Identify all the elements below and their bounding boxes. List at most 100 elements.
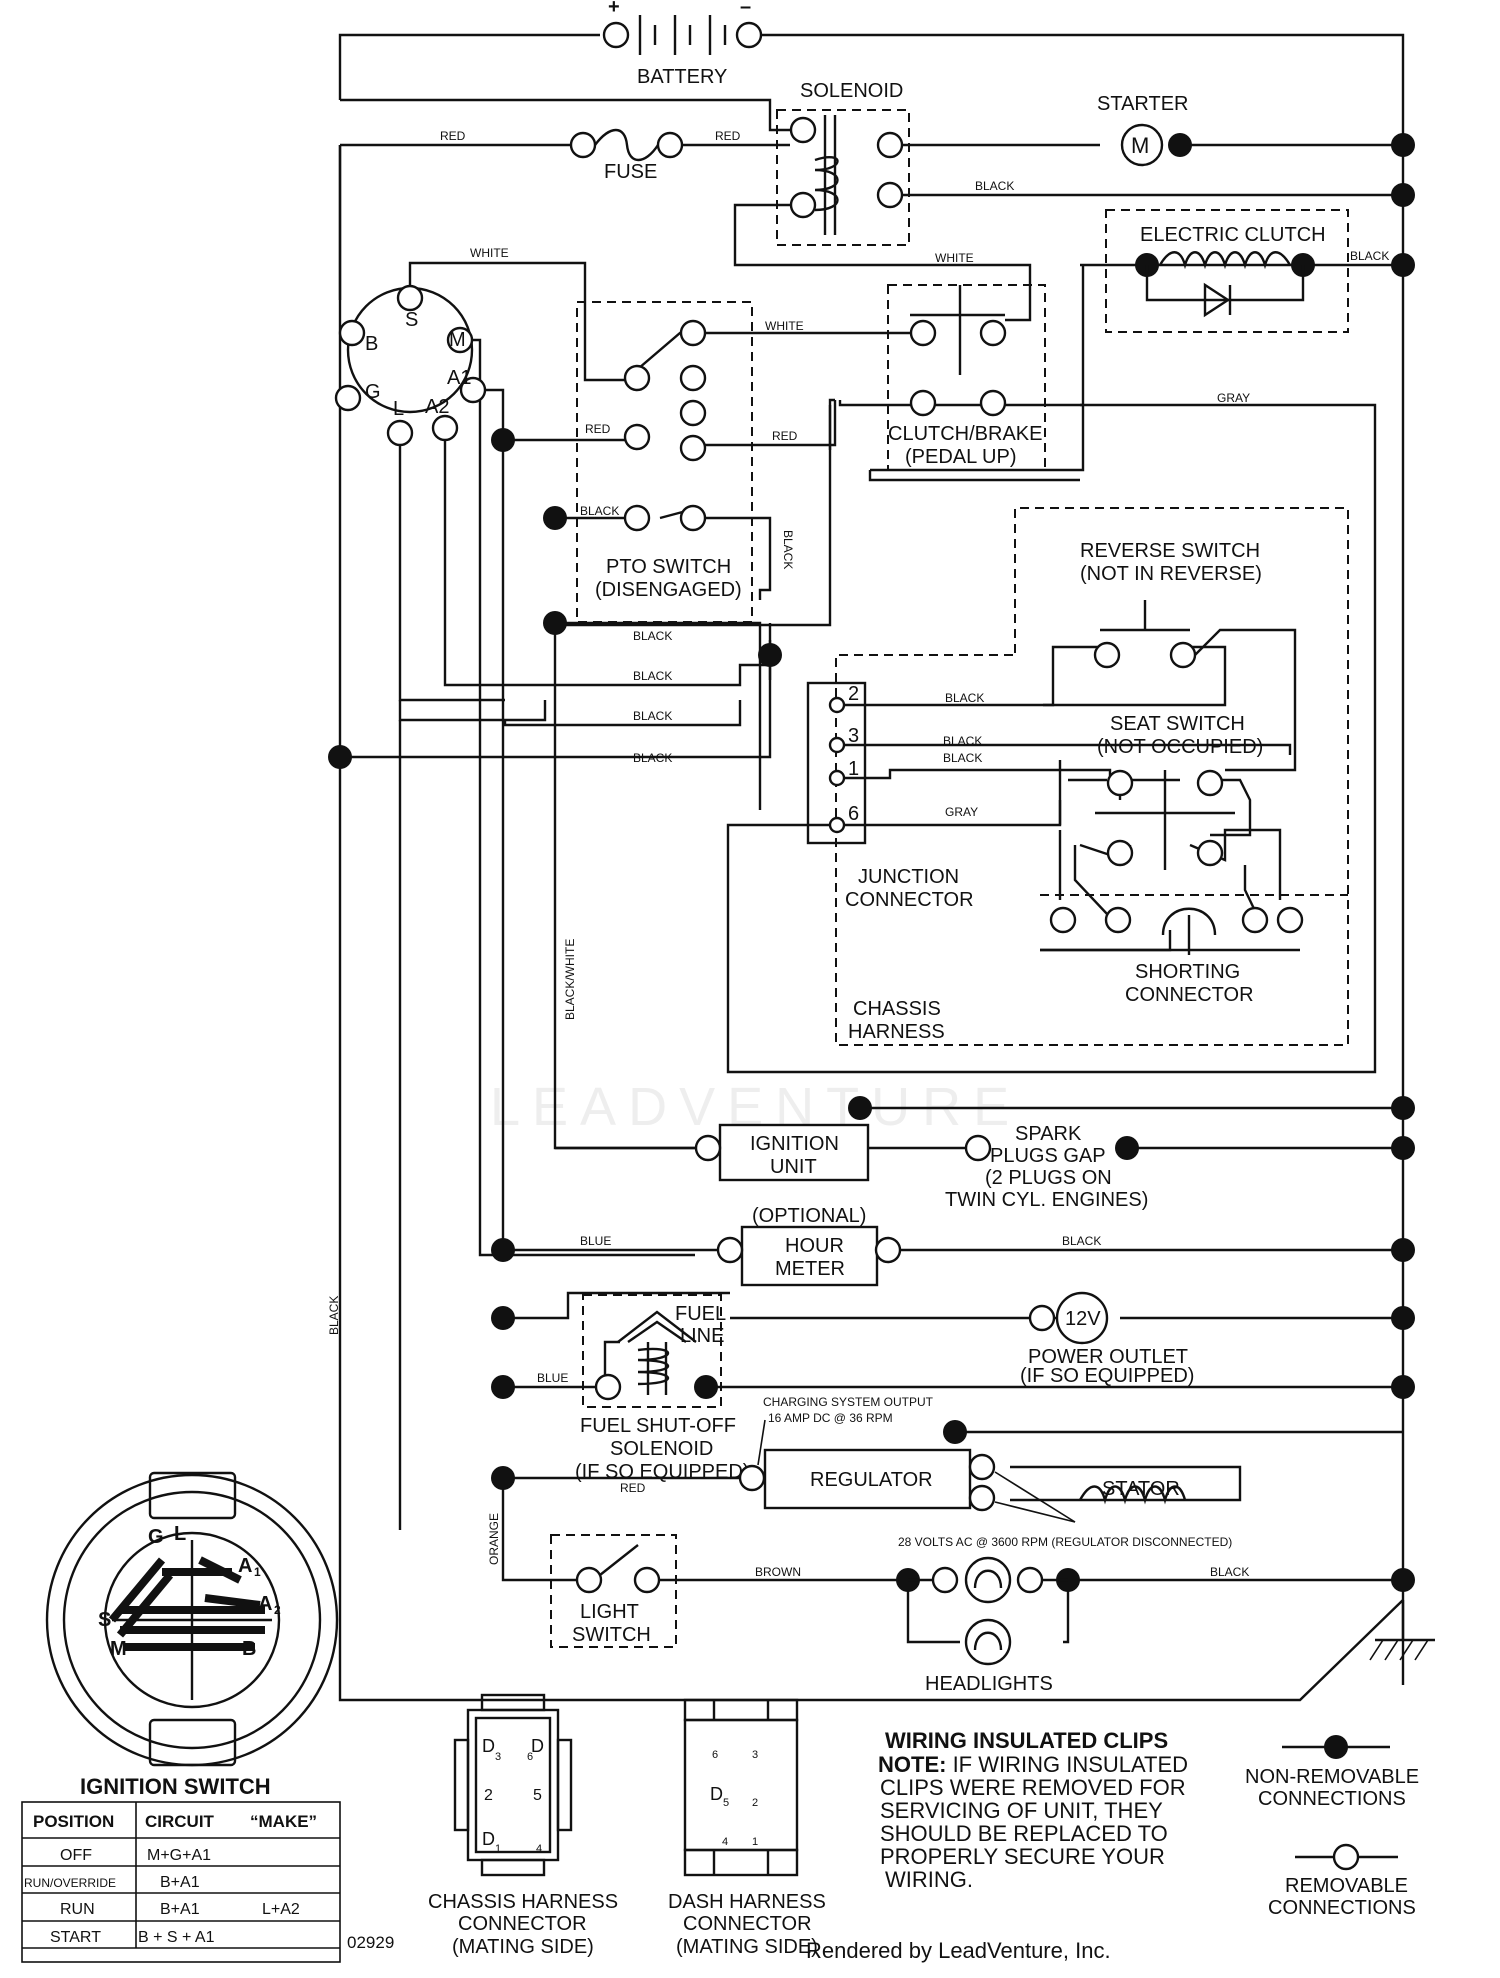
wire-color-label: BLACK [633, 751, 672, 765]
reverse-switch [1093, 600, 1297, 772]
dash-pin: 2 [752, 1797, 758, 1809]
switch-face-a2: A [258, 1593, 272, 1615]
wire-color-label: BLACK [1210, 1565, 1249, 1579]
ign-table-row-position: OFF [60, 1847, 92, 1864]
chassis-harness-label-2: HARNESS [848, 1021, 945, 1043]
chassis-harness-label-1: CHASSIS [853, 998, 941, 1020]
ign-table-row-circuit: B+A1 [160, 1901, 200, 1918]
wire-color-label: RED [772, 429, 798, 443]
clips-note-line-3: SERVICING OF UNIT, THEY [880, 1798, 1163, 1823]
starter-m-symbol: M [1131, 133, 1149, 158]
power-outlet-12v: 12V [1065, 1308, 1101, 1330]
regulator-label: REGULATOR [810, 1469, 933, 1491]
junction-pin-2: 2 [848, 683, 859, 705]
shorting-connector [1040, 894, 1348, 955]
solenoid-symbol [789, 115, 904, 235]
ign-table-header-position: POSITION [33, 1812, 114, 1831]
dash-pin: 3 [752, 1749, 758, 1761]
ign-table-row-circuit: B + S + A1 [138, 1929, 215, 1946]
wire-color-label: BLACK [1062, 1234, 1101, 1248]
chassis-pin: 1 [495, 1843, 501, 1855]
render-credit: Rendered by LeadVenture, Inc. [806, 1938, 1111, 1963]
reverse-switch-label-1: REVERSE SWITCH [1080, 540, 1260, 562]
ign-terminal-a1: A1 [447, 367, 471, 389]
dashed-enclosures [550, 109, 1349, 1648]
wire-labels: RED RED BLACK WHITE WHITE BLACK WHITE GR… [327, 129, 1389, 1579]
legend-non-removable-1: NON-REMOVABLE [1245, 1766, 1419, 1788]
starter-label: STARTER [1097, 93, 1189, 115]
seat-switch [1095, 769, 1235, 870]
wire-color-label: BLACK [327, 1296, 341, 1335]
wire-color-label: BLACK [945, 691, 984, 705]
headlights [896, 1556, 1080, 1666]
reverse-switch-label-2: (NOT IN REVERSE) [1080, 563, 1262, 585]
seat-switch-label-2: (NOT OCCUPIED) [1097, 736, 1263, 758]
wire-color-label: WHITE [470, 246, 509, 260]
fuse-symbol [569, 128, 684, 162]
ignition-switch-title: IGNITION SWITCH [80, 1774, 271, 1799]
chassis-pin: 5 [533, 1787, 542, 1804]
pto-switch-label-2: (DISENGAGED) [595, 579, 742, 601]
spark-plugs-label-3: (2 PLUGS ON [985, 1167, 1112, 1189]
battery-symbol [602, 15, 763, 55]
legend-removable-1: REMOVABLE [1285, 1875, 1408, 1897]
junction-label-1: JUNCTION [858, 866, 959, 888]
switch-face-a1: A [238, 1555, 252, 1577]
dash-connector-label-2: CONNECTOR [683, 1913, 812, 1935]
ign-table-row-circuit: B+A1 [160, 1874, 200, 1891]
ignition-unit-label-1: IGNITION [750, 1133, 839, 1155]
electric-clutch-symbol [1135, 251, 1315, 318]
clips-note-line-2: CLIPS WERE REMOVED FOR [880, 1775, 1186, 1800]
ign-terminal-a2: A2 [425, 396, 449, 418]
switch-face-a2-sub: 2 [274, 1603, 281, 1617]
power-outlet-label-2: (IF SO EQUIPPED) [1020, 1365, 1194, 1387]
dash-pin: 4 [722, 1836, 728, 1848]
hour-meter [716, 1225, 902, 1287]
wire-color-label: BLACK [1350, 249, 1389, 263]
light-switch-label-1: LIGHT [580, 1601, 639, 1623]
dash-pin: D [710, 1784, 723, 1804]
clips-note-body: NOTE: IF WIRING INSULATED [878, 1752, 1188, 1777]
ign-table-row-circuit: M+G+A1 [147, 1847, 211, 1864]
power-outlet [1028, 1291, 1109, 1345]
fuel-solenoid-label-1: FUEL SHUT-OFF [580, 1415, 736, 1437]
dash-harness-connector [683, 1698, 799, 1877]
wire-color-label: GRAY [945, 805, 978, 819]
charging-label-2: 16 AMP DC @ 36 RPM [768, 1411, 893, 1425]
chassis-pin: 4 [536, 1843, 542, 1855]
wire-color-label: BLACK [943, 734, 982, 748]
wire-color-label: BLACK [580, 504, 619, 518]
chassis-connector-label-1: CHASSIS HARNESS [428, 1891, 618, 1913]
wire-color-label: BROWN [755, 1565, 801, 1579]
wire-color-label: WHITE [765, 319, 804, 333]
electric-clutch-label: ELECTRIC CLUTCH [1140, 224, 1326, 246]
ignition-switch-block [334, 284, 487, 447]
document-id: 02929 [347, 1933, 394, 1952]
ign-terminal-s: S [405, 309, 418, 331]
wire-color-label: BLACK [633, 669, 672, 683]
junction-label-2: CONNECTOR [845, 889, 974, 911]
ign-terminal-g: G [365, 381, 381, 403]
chassis-pin: D [531, 1736, 544, 1756]
hour-meter-label-2: METER [775, 1258, 845, 1280]
junction-pin-6: 6 [848, 803, 859, 825]
fuel-solenoid-label-2: SOLENOID [610, 1438, 713, 1460]
clutch-brake-switch [909, 313, 1007, 417]
legend-removable-symbol [1295, 1843, 1398, 1871]
headlights-label: HEADLIGHTS [925, 1673, 1053, 1695]
wire-color-label: BLACK [781, 530, 795, 569]
wire-color-label: BLUE [537, 1371, 568, 1385]
legend-non-removable-2: CONNECTIONS [1258, 1788, 1406, 1810]
fuel-line-label-1: FUEL [675, 1303, 726, 1325]
charging-label-1: CHARGING SYSTEM OUTPUT [763, 1395, 934, 1409]
wire-color-label: BLACK [975, 179, 1014, 193]
legend-removable-2: CONNECTIONS [1268, 1897, 1416, 1919]
battery-negative: – [740, 0, 751, 18]
wire-color-label: RED [715, 129, 741, 143]
switch-face-m: M [110, 1638, 127, 1660]
chassis-pin: D [482, 1829, 495, 1849]
ignition-table [21, 1801, 341, 1963]
solenoid-label: SOLENOID [800, 80, 903, 102]
fuel-shutoff-solenoid [594, 1310, 718, 1401]
stator-label: STATOR [1102, 1478, 1180, 1500]
